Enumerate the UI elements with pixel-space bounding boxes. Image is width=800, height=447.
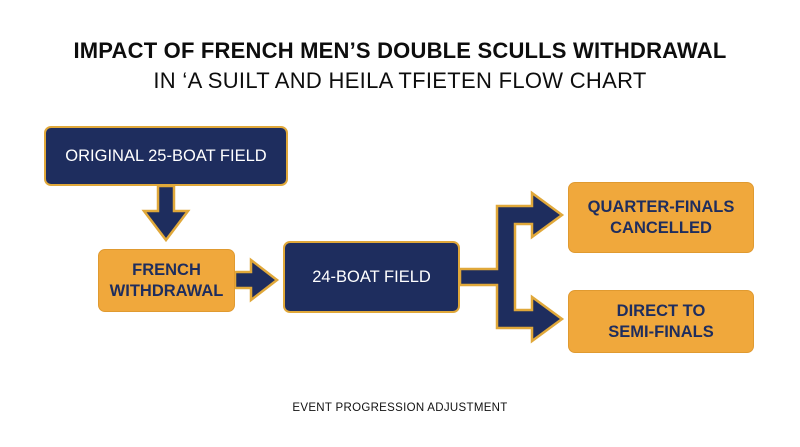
node-original-25-boat-field: ORIGINAL 25-BOAT FIELD: [44, 126, 288, 186]
node-24-boat-field: 24-BOAT FIELD: [283, 241, 460, 313]
arrow-withdrawal-to-24: [233, 257, 280, 303]
node-24-label: 24-BOAT FIELD: [312, 267, 431, 286]
chart-title: IMPACT OF FRENCH MEN’S DOUBLE SCULLS WIT…: [73, 38, 727, 63]
node-quarter-finals-cancelled: QUARTER-FINALS CANCELLED: [568, 182, 754, 253]
node-direct-to-semi-finals: DIRECT TO SEMI-FINALS: [568, 290, 754, 353]
arrow-original-to-withdrawal: [141, 184, 191, 243]
node-qf-line1: QUARTER-FINALS: [587, 197, 735, 216]
node-direct-line2: SEMI-FINALS: [608, 322, 714, 341]
node-direct-line1: DIRECT TO: [616, 301, 706, 320]
footer-caption: EVENT PROGRESSION ADJUSTMENT: [292, 402, 508, 414]
node-qf-line2: CANCELLED: [610, 218, 712, 237]
node-withdrawal-line1: FRENCH: [132, 260, 201, 279]
arrow-24-fork: [458, 190, 565, 344]
node-french-withdrawal: FRENCH WITHDRAWAL: [98, 249, 235, 312]
node-withdrawal-line2: WITHDRAWAL: [109, 281, 224, 300]
node-original-label: ORIGINAL 25-BOAT FIELD: [65, 146, 267, 165]
chart-subtitle: IN ‘A SUILT AND HEILA TFIETEN FLOW CHART: [153, 68, 647, 93]
